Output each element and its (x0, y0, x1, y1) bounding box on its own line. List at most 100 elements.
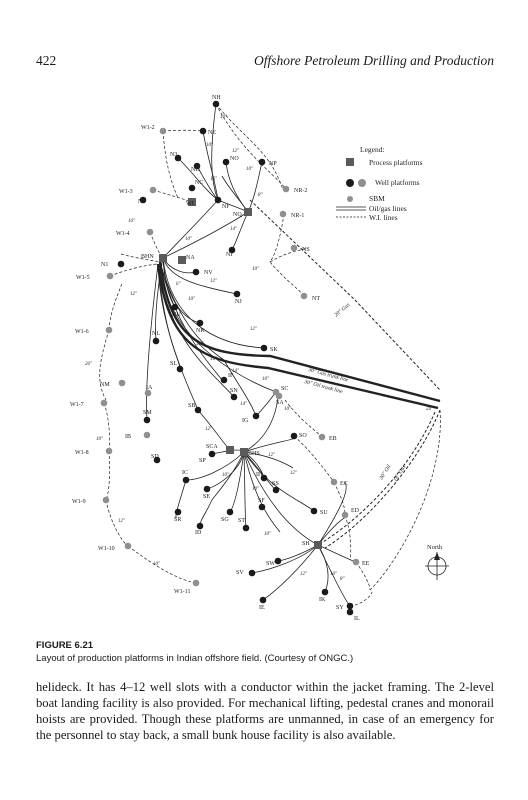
well-platform-nd (193, 162, 201, 170)
pipe-size-label: 26" (85, 362, 93, 367)
platform-label-w1-8: W1-8 (75, 450, 89, 456)
platform-label-na: NA (186, 255, 195, 261)
well-platform-ia (144, 389, 152, 397)
pipe-size-label: 10" (246, 167, 254, 172)
well-platform-nt (300, 292, 308, 300)
well-platform-sd (153, 456, 161, 464)
platform-label-no: NO (230, 156, 239, 162)
legend-wi-label: W.I. lines (369, 213, 398, 222)
platform-label-se: SE (203, 494, 210, 500)
figure-label: FIGURE 6.21 (36, 640, 94, 651)
gas-18-label: 18" Gas (393, 464, 408, 483)
platform-label-su: SU (320, 510, 328, 516)
gas-18-line (324, 409, 441, 549)
well-platform-su (310, 507, 318, 515)
well-platform-sl (176, 365, 184, 373)
well-platform-nr-2 (282, 185, 290, 193)
pipe-size-label: 10" (185, 237, 193, 242)
north-compass: North (425, 544, 449, 580)
pipe-size-label: 10" (262, 377, 270, 382)
platform-label-np: NP (269, 161, 277, 167)
pipe-size-label: 10" (252, 487, 260, 492)
platform-label-w1-3: W1-3 (119, 189, 133, 195)
platform-label-ss: SS (272, 481, 279, 487)
well-platform-nm (118, 379, 126, 387)
well-platform-w1-2 (159, 127, 167, 135)
pipe-size-label: 10" (96, 437, 104, 442)
body-paragraph: helideck. It has 4–12 well slots with a … (36, 680, 494, 742)
platform-label-nj: NJ (235, 299, 242, 305)
platform-label-ec: EC (340, 481, 348, 487)
pipe-size-label: 16" (128, 219, 136, 224)
well-platform-nk (196, 319, 204, 327)
well-platform-sn (230, 393, 238, 401)
platform-label-ie: IE (259, 605, 265, 611)
well-platform-se (203, 485, 211, 493)
platform-label-sg: SG (221, 517, 229, 523)
well-platform-sv (248, 569, 256, 577)
platform-label-sv: SV (236, 570, 244, 576)
pipe-size-label: 12" (205, 427, 213, 432)
well-platform-no (222, 158, 230, 166)
process-platform-na (178, 256, 186, 264)
platform-label-w1-5: W1-5 (76, 275, 90, 281)
platform-label-ns: NS (302, 247, 310, 253)
platform-label-n1: N1 (101, 262, 108, 268)
platform-label-sc: SC (281, 386, 288, 392)
well-platform-np (258, 158, 266, 166)
well-platform-sp (208, 450, 216, 458)
platform-label-nr-1: NR-1 (291, 213, 304, 219)
well-platform-w1-10 (124, 542, 132, 550)
well-platform-n1 (117, 260, 125, 268)
legend-well-open-icon (358, 179, 366, 187)
well-platform-ne (199, 127, 207, 135)
well-platform-w1-3 (149, 186, 157, 194)
well-platform-w1-6 (105, 326, 113, 334)
pipe-size-label: 8" (340, 577, 346, 582)
legend-well-filled-icon (346, 179, 354, 187)
well-platform-sy (346, 602, 354, 610)
well-platform-w1-8 (105, 447, 113, 455)
pipe-size-label: 10" (220, 115, 228, 120)
pipe-size-label: 8" (258, 193, 264, 198)
gas-trunk-line (158, 261, 441, 403)
platform-label-sca: SCA (206, 444, 218, 450)
platform-label-nd: ND (191, 167, 200, 173)
platform-label-nl: NL (152, 331, 160, 337)
platform-label-ne: NE (208, 130, 216, 136)
platform-label-ia: IA (146, 385, 153, 391)
oil-gas-30-label: 30" Oil (378, 464, 393, 482)
platform-label-sf: SF (258, 498, 265, 504)
legend: Legend: Process platforms Well platforms… (336, 145, 423, 222)
well-platform-nr-1 (279, 210, 287, 218)
well-platform-ed (341, 511, 349, 519)
platform-label-sw: SW (266, 561, 275, 567)
page-number: 422 (36, 53, 57, 68)
process-platform-wi (188, 198, 196, 206)
platform-label-nv: NV (204, 270, 213, 276)
well-platform-w1-5 (106, 272, 114, 280)
platform-label-n3: N3 (170, 152, 177, 158)
platform-label-w1-2: W1-2 (141, 125, 155, 131)
platform-label-bhs: BHS (248, 451, 260, 457)
process-platform-sh (314, 541, 322, 549)
legend-process-label: Process platforms (369, 158, 423, 167)
platform-label-sr: SR (174, 517, 181, 523)
well-platform-ie (259, 596, 267, 604)
well-platform-ik (321, 588, 329, 596)
platform-label-nf: NF (222, 204, 230, 210)
pipe-size-label: 10" (188, 297, 196, 302)
platform-label-nq: NQ (233, 212, 242, 218)
platform-label-ik: IK (319, 597, 326, 603)
platform-label-eb: EB (329, 436, 337, 442)
platform-label-nr-2: NR-2 (294, 188, 307, 194)
platform-label-sn: SN (230, 388, 238, 394)
pipe-size-label: 10" (284, 407, 292, 412)
platform-label-n2: N2 (138, 199, 145, 205)
well-platform-sk (260, 344, 268, 352)
well-platform-nu (171, 303, 179, 311)
well-platform-so (290, 432, 298, 440)
well-platform-n2 (139, 196, 147, 204)
